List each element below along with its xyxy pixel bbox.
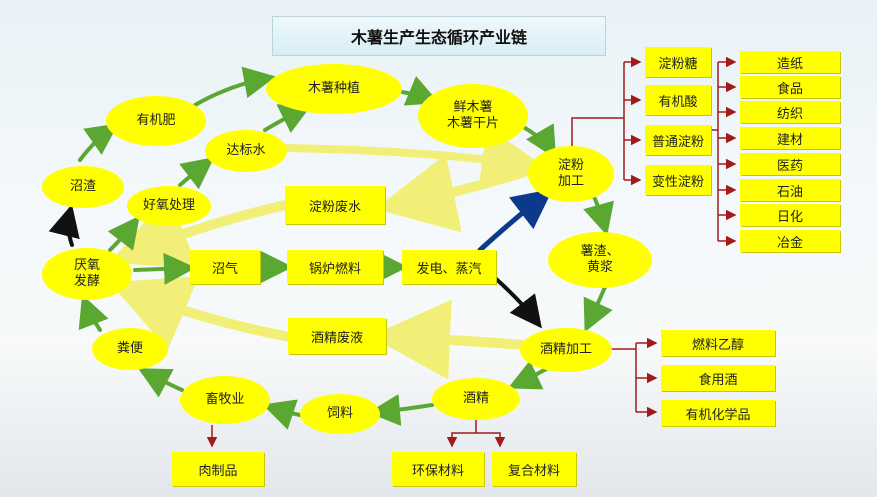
arrow-residue-to-alcoholproc <box>583 285 613 333</box>
product-starch-sugar: 淀粉糖 <box>645 47 711 77</box>
product-edible-alcohol: 食用酒 <box>661 365 775 391</box>
application-building-materials: 建材 <box>740 127 840 149</box>
red-starch-trunk <box>571 117 624 146</box>
product-common-starch: 普通淀粉 <box>645 125 711 155</box>
node-anaerobic-fermentation: 厌氧 发酵 <box>42 248 132 300</box>
node-eco-materials: 环保材料 <box>392 452 484 486</box>
arrow-alcohol-to-feed <box>368 394 434 426</box>
arrow-aerobic-to-compliant <box>178 157 215 190</box>
application-medicine: 医药 <box>740 153 840 175</box>
arrow-anaerobic-to-biogas <box>133 252 196 285</box>
arrow-alcoholproc-to-alcohol <box>507 360 550 390</box>
node-livestock: 畜牧业 <box>180 376 270 424</box>
node-feed: 饲料 <box>300 394 380 434</box>
product-organic-chemicals: 有机化学品 <box>661 400 775 426</box>
arrow-anaerobic-to-aerobic <box>107 215 140 252</box>
product-fuel-ethanol: 燃料乙醇 <box>661 330 775 356</box>
arrow-anaerobic-to-residue <box>48 204 80 247</box>
arrow-feed-to-livestock <box>262 399 302 430</box>
node-organic-fertilizer: 有机肥 <box>106 96 206 146</box>
node-compliant-water: 达标水 <box>205 130 287 172</box>
arrow-residue-to-fertilizer <box>78 123 119 162</box>
node-fresh-dried-cassava: 鲜木薯 木薯干片 <box>418 84 528 148</box>
node-alcohol-processing: 酒精加工 <box>520 328 612 372</box>
node-aerobic-treatment: 好氧处理 <box>127 186 211 226</box>
node-alcohol-wastewater: 酒精废液 <box>288 318 386 354</box>
node-biogas: 沼气 <box>190 250 260 284</box>
node-composite-materials: 复合材料 <box>492 452 576 486</box>
application-paper: 造纸 <box>740 51 840 73</box>
product-modified-starch: 变性淀粉 <box>645 165 711 195</box>
node-alcohol: 酒精 <box>432 378 520 420</box>
node-meat-products: 肉制品 <box>172 452 264 486</box>
node-cassava-planting: 木薯种植 <box>266 64 402 114</box>
band-wastewater-to-anaerobic-2 <box>109 276 295 350</box>
application-daily-chemicals: 日化 <box>740 204 840 226</box>
node-starch-wastewater: 淀粉废水 <box>285 186 385 224</box>
application-textile: 纺织 <box>740 101 840 123</box>
band-alcohol-to-wastewater <box>370 299 530 380</box>
application-food: 食品 <box>740 76 840 98</box>
application-petroleum: 石油 <box>740 179 840 201</box>
arrow-power-to-alcoholproc <box>493 276 542 329</box>
node-residue-slurry: 薯渣、 黄浆 <box>548 232 652 288</box>
node-starch-processing: 淀粉 加工 <box>528 146 614 202</box>
application-metallurgy: 冶金 <box>740 230 840 252</box>
node-power-steam: 发电、蒸汽 <box>402 250 496 284</box>
arrow-fresh-to-starch <box>523 123 557 159</box>
node-boiler-fuel: 锅炉燃料 <box>287 250 383 284</box>
node-manure: 粪便 <box>92 328 168 370</box>
red-alcohol-trunk <box>446 415 477 448</box>
band-compliant-to-starch <box>279 126 546 191</box>
band-wastewater-to-anaerobic <box>109 195 290 269</box>
arrow-livestock-to-manure <box>137 368 184 398</box>
node-biogas-residue: 沼渣 <box>42 166 124 208</box>
arrow-fertilizer-to-planting <box>193 66 276 107</box>
arrow-manure-to-anaerobic <box>78 294 109 332</box>
diagram-title: 木薯生产生态循环产业链 <box>272 16 606 56</box>
band-starch-to-wastewater <box>375 154 535 233</box>
arrow-compliant-to-planting <box>263 104 313 134</box>
product-organic-acid: 有机酸 <box>645 85 711 115</box>
arrow-power-to-starch <box>477 188 553 253</box>
